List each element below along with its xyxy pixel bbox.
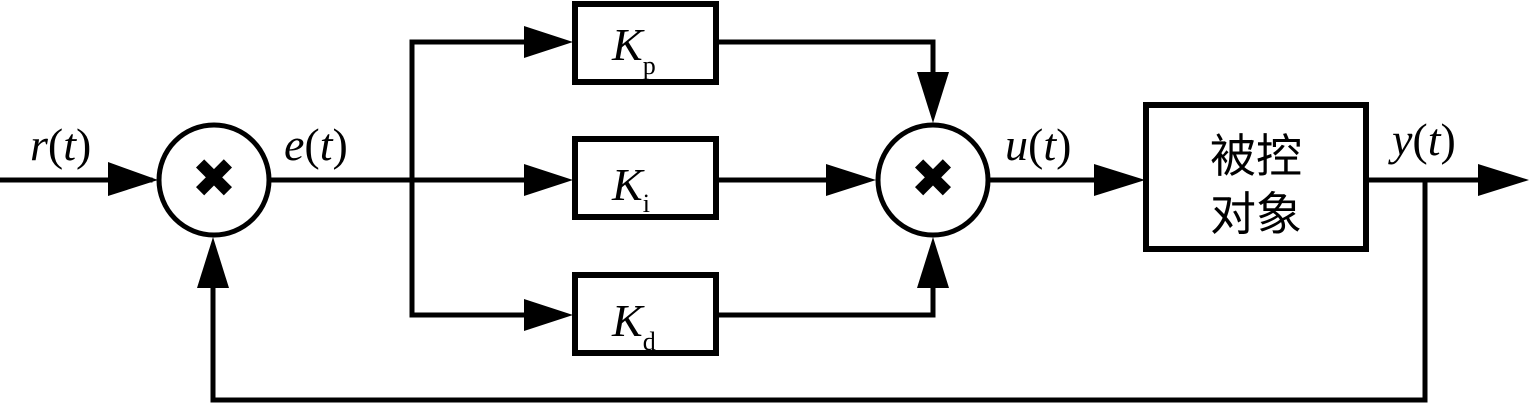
kp-input-arrow — [524, 26, 573, 58]
plant-label-line2: 对象 — [1210, 187, 1302, 241]
plant-label-line1: 被控 — [1210, 129, 1302, 183]
signal-label-e: e(t) — [284, 119, 348, 170]
kd-input-arrow — [524, 299, 573, 331]
feedback-arrow — [197, 237, 229, 288]
kp-output-wire — [715, 39, 936, 83]
kp-output-arrow — [917, 72, 949, 123]
signal-label-u: u(t) — [1005, 119, 1071, 170]
kp-block: Kp — [572, 1, 719, 85]
multiply-icon: ✖ — [910, 147, 955, 210]
svg-text:Ki: Ki — [611, 159, 650, 218]
kd-output-arrow — [917, 237, 949, 288]
plant-block: 被控 对象 — [1143, 102, 1369, 252]
kd-output-wire — [715, 282, 936, 318]
multiply-icon: ✖ — [191, 147, 236, 210]
error-summing-junction: ✖ — [156, 122, 272, 238]
ki-block: Ki — [572, 136, 719, 220]
signal-label-y: y(t) — [1388, 114, 1456, 165]
svg-text:Kd: Kd — [611, 295, 656, 356]
output-arrow — [1478, 164, 1529, 196]
input-arrow — [108, 162, 158, 196]
ki-output-arrow — [826, 164, 876, 196]
feedback-wire — [210, 177, 1428, 403]
svg-text:Kp: Kp — [611, 19, 656, 80]
ki-input-arrow — [524, 164, 573, 196]
control-arrow — [1094, 164, 1145, 196]
kd-block: Kd — [572, 272, 719, 356]
signal-label-r: r(t) — [30, 119, 91, 170]
output-summing-junction: ✖ — [875, 122, 991, 238]
